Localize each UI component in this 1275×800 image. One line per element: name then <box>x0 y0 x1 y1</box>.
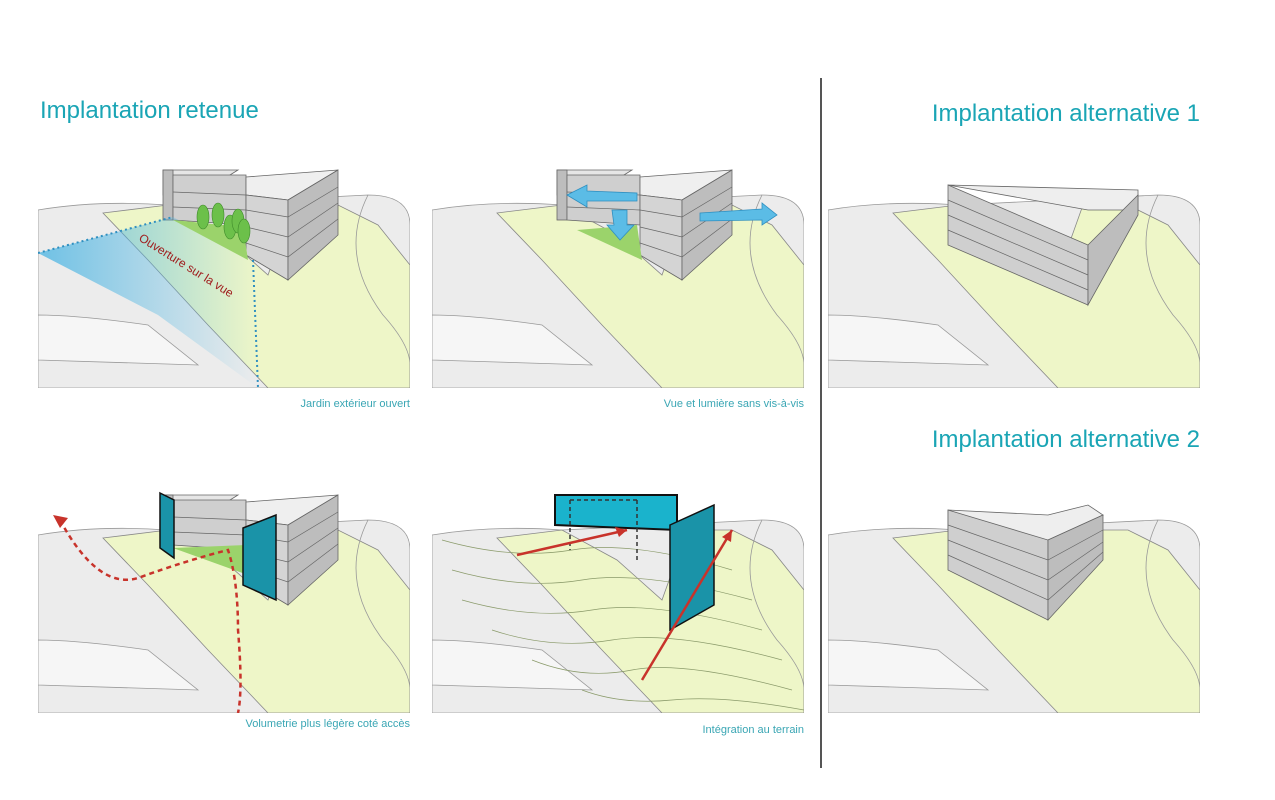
diagram-terrain-integration <box>432 490 804 713</box>
caption-lighter-volume: Volumetrie plus légère coté accès <box>245 718 410 730</box>
trees-icon <box>196 202 251 244</box>
facade-panel <box>242 513 277 602</box>
caption-open-garden: Jardin extérieur ouvert <box>300 398 410 410</box>
diagram-alternative-2 <box>828 490 1200 713</box>
heading-retained: Implantation retenue <box>40 97 259 124</box>
heading-alternative-2: Implantation alternative 2 <box>931 426 1200 453</box>
contour-lines <box>441 539 804 711</box>
facade-panel <box>159 491 175 560</box>
caption-terrain-integration: Intégration au terrain <box>702 724 804 736</box>
heading-alternative-1: Implantation alternative 1 <box>931 100 1200 127</box>
section-divider <box>820 78 822 768</box>
diagram-lighter-volume <box>38 490 410 713</box>
view-cone <box>38 217 258 388</box>
diagram-alternative-1 <box>828 165 1200 388</box>
diagram-view-light <box>432 165 804 388</box>
caption-view-light: Vue et lumière sans vis-à-vis <box>663 398 804 410</box>
access-path <box>58 519 242 713</box>
diagram-open-garden: Ouverture sur la vue <box>38 165 410 388</box>
arrows-icon <box>566 184 778 241</box>
